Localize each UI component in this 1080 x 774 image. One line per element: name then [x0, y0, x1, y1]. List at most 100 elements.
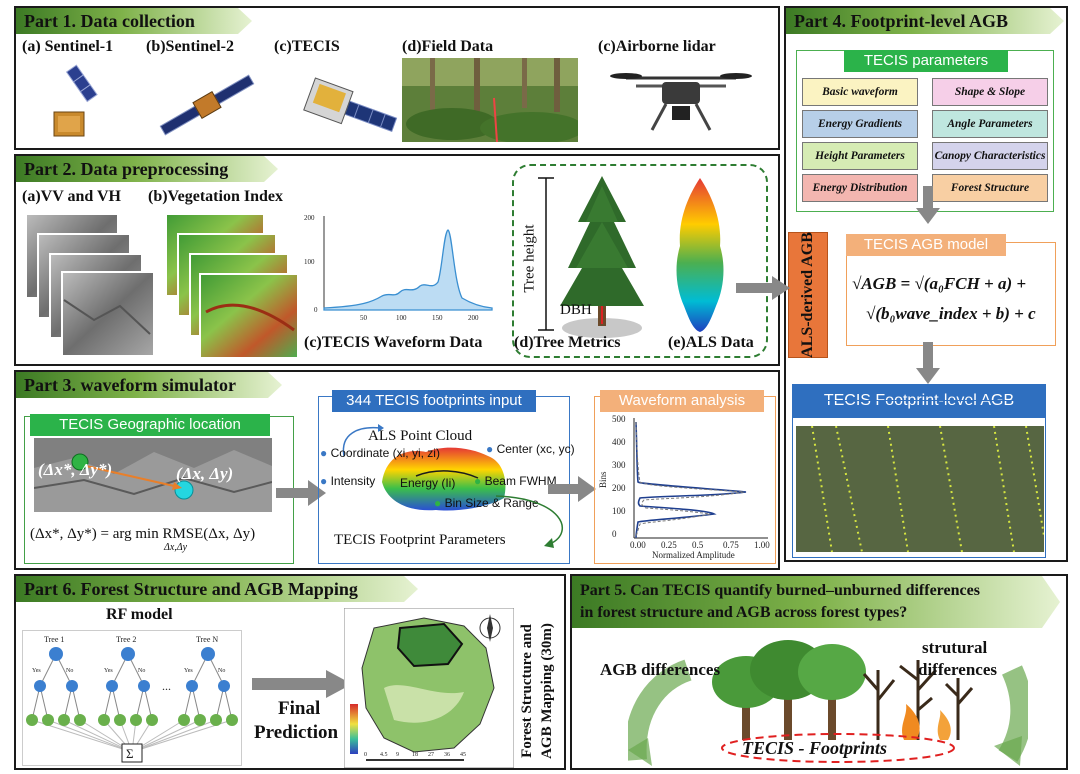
rf-yes-label-1: Yes — [104, 668, 113, 674]
tecis-satellite-image — [303, 77, 398, 132]
bin-size-dot-icon: ● — [434, 496, 445, 510]
delta-label: (Δx, Δy) — [176, 464, 234, 483]
label-airborne-lidar: (c)Airborne lidar — [598, 38, 716, 55]
vegetation-index-image-stack — [165, 213, 299, 359]
rf-node-1-1 — [138, 680, 150, 692]
map-title-text: Forest Structure and AGB Mapping (30m) — [517, 623, 557, 759]
rf-leaf-2-2 — [210, 714, 222, 726]
arrow-right-analysis-icon — [548, 476, 596, 502]
intensity-text: Intensity — [330, 474, 376, 488]
rf-leaf-2-3 — [226, 714, 238, 726]
label-field-data: (d)Field Data — [402, 38, 494, 55]
fwhm-dot-icon: ● — [474, 474, 485, 488]
tree-metrics-box — [512, 164, 768, 358]
bins-tick-3: 200 — [612, 483, 626, 493]
center-dot-icon: ● — [486, 442, 497, 456]
rf-no-label-1: No — [138, 668, 145, 674]
rf-node-0-1 — [66, 680, 78, 692]
bins-tick-2: 300 — [612, 460, 626, 470]
part1-panel: Part 1. Data collection (a) Sentinel-1 (… — [14, 6, 780, 150]
footprint-agb-box — [792, 400, 1046, 558]
scale-tick-6: 45 — [460, 752, 466, 758]
delta-star-label: (Δx*, Δy*) — [38, 460, 113, 479]
scale-tick-4: 27 — [428, 752, 434, 758]
part5-title: Part 5. Can TECIS quantify burned–unburn… — [572, 576, 1060, 628]
fwhm-label: ● Beam FWHM — [474, 474, 557, 488]
part3-panel: Part 3. waveform simulator TECIS Geograp… — [14, 370, 780, 570]
intensity-dot-icon: ● — [320, 474, 331, 488]
tree-illustration — [560, 176, 644, 338]
arrow-right-geo-icon — [276, 480, 326, 506]
rf-dots: ... — [162, 679, 171, 693]
intensity-label: ● Intensity — [320, 474, 375, 488]
part2-title: Part 2. Data preprocessing — [16, 156, 278, 182]
scale-tick-3: 18 — [412, 752, 418, 758]
rf-tree-label-2: Tree N — [196, 635, 218, 644]
tecis-agb-model-box — [846, 242, 1056, 346]
fwhm-text: Beam FWHM — [484, 474, 557, 488]
wave-x-tick-50: 50 — [360, 314, 368, 322]
part4-title: Part 4. Footprint-level AGB — [786, 8, 1064, 34]
sentinel1-satellite-image — [53, 64, 98, 137]
tecis-param-1: Shape & Slope — [932, 78, 1048, 106]
rf-leaf-0-0 — [26, 714, 38, 726]
bins-tick-0: 500 — [612, 414, 626, 424]
rf-tree-label-1: Tree 2 — [116, 635, 136, 644]
arrow-down-model-icon — [916, 342, 940, 384]
rf-leaf-2-0 — [178, 714, 190, 726]
agb-formula-line2: √(b₀wave_index + b) + c — [866, 304, 1036, 323]
rf-node-2-1 — [218, 680, 230, 692]
agb-formula-line1: √AGB = √(a₀FCH + a) + — [852, 274, 1027, 293]
sentinel2-satellite-image — [159, 74, 255, 136]
rf-root-node-0 — [49, 647, 63, 661]
rf-leaf-0-1 — [42, 714, 54, 726]
bin-size-label: ● Bin Size & Range — [434, 496, 539, 510]
wave-y-tick-100: 100 — [304, 258, 315, 266]
als-point-cloud-image — [382, 447, 506, 511]
als-derived-agb-text: ALS-derived AGB — [799, 232, 817, 358]
footprint-params-label: TECIS Footprint Parameters — [334, 532, 506, 548]
rf-leaf-0-2 — [58, 714, 70, 726]
tecis-params-header: TECIS parameters — [844, 50, 1008, 72]
arrow-right-final-icon — [252, 670, 352, 698]
rf-tree-label-0: Tree 1 — [44, 635, 64, 644]
wave-y-tick-0: 0 — [314, 306, 318, 314]
tecis-param-4: Height Parameters — [802, 142, 918, 170]
center-text: Center (xc, yc) — [496, 442, 575, 456]
label-vv-vh: (a)VV and VH — [22, 188, 121, 205]
als-point-cloud-tree — [676, 178, 724, 332]
coordinate-label: ● Coordinate (xi, yi, zi) — [320, 446, 440, 460]
tecis-waveform-chart: 200 100 0 50 100 150 200 — [304, 214, 493, 322]
airborne-lidar-drone-image — [610, 73, 752, 131]
tecis-param-5: Canopy Characteristics — [932, 142, 1048, 170]
part2-panel: Part 2. Data preprocessing (a)VV and VH … — [14, 154, 780, 366]
rf-sum-box — [121, 743, 143, 763]
rf-node-0-0 — [34, 680, 46, 692]
als-point-cloud-title: ALS Point Cloud — [368, 428, 473, 444]
bins-tick-1: 400 — [612, 437, 626, 447]
part5-title-line1: Part 5. Can TECIS quantify burned–unburn… — [580, 582, 980, 599]
geo-location-map — [34, 438, 272, 512]
part1-title: Part 1. Data collection — [16, 8, 252, 34]
field-data-photo — [402, 58, 578, 142]
sigma-icon: Σ — [126, 746, 134, 761]
footprints-input-header: 344 TECIS footprints input — [332, 390, 536, 412]
agb-differences-label: AGB differences — [600, 660, 721, 679]
energy-label: Energy (Ii) — [400, 476, 456, 490]
scale-tick-2: 9 — [396, 752, 399, 758]
center-label: ● Center (xc, yc) — [486, 442, 575, 456]
rf-leaf-1-3 — [146, 714, 158, 726]
wave-y-tick-200: 200 — [304, 214, 315, 222]
part5-panel: Part 5. Can TECIS quantify burned–unburn… — [570, 574, 1068, 770]
params-curve-arrow-icon — [495, 495, 563, 548]
final-prediction-line1: Final — [278, 698, 321, 719]
amplitude-tick-1: 0.25 — [661, 540, 677, 550]
map-title-line1: Forest Structure and — [519, 624, 535, 758]
waveform-analysis-header: Waveform analysis — [600, 390, 764, 412]
tecis-agb-model-header: TECIS AGB model — [846, 234, 1006, 256]
map-title-vertical: Forest Structure and AGB Mapping (30m) — [512, 616, 562, 766]
rf-leaf-0-3 — [74, 714, 86, 726]
wave-x-tick-100: 100 — [396, 314, 407, 322]
